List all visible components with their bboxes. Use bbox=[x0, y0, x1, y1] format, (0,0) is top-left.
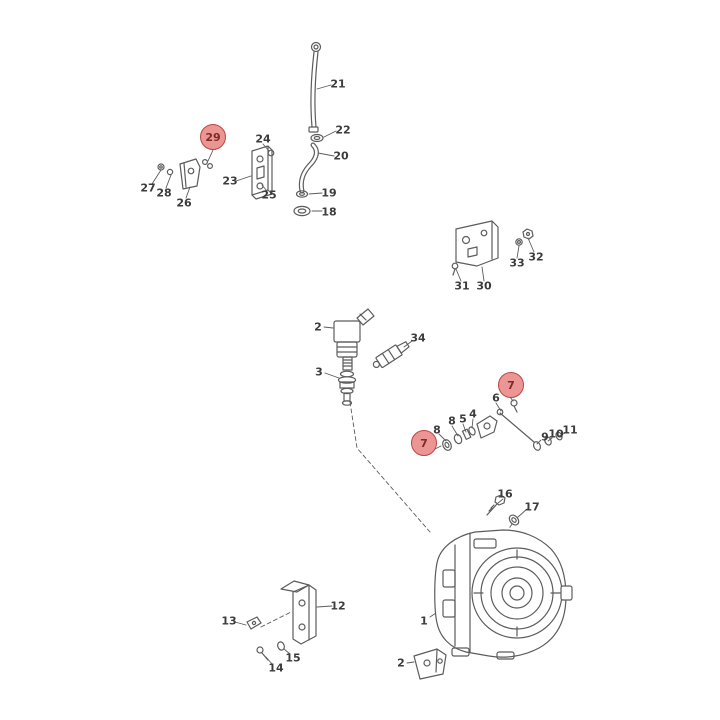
callout-13: 13 bbox=[221, 614, 237, 628]
support-plate-assembly bbox=[246, 580, 317, 661]
callout-27: 27 bbox=[140, 181, 156, 195]
callout-8: 8 bbox=[448, 414, 456, 428]
clip-and-bolt-parts bbox=[157, 158, 214, 190]
callout-5: 5 bbox=[459, 412, 467, 426]
highlighted-callout-7[interactable]: 7 bbox=[411, 430, 437, 456]
callout-4: 4 bbox=[469, 407, 477, 421]
sensor-part bbox=[372, 341, 410, 369]
callout-26: 26 bbox=[176, 196, 192, 210]
callout-19: 19 bbox=[321, 186, 337, 200]
mount-bracket-assembly bbox=[451, 220, 534, 276]
solenoid-valve-assembly bbox=[333, 308, 375, 406]
lever-bracket-assembly bbox=[251, 145, 275, 200]
callout-30: 30 bbox=[476, 279, 492, 293]
callout-12: 12 bbox=[330, 599, 346, 613]
callout-3: 3 bbox=[315, 365, 323, 379]
callout-1: 1 bbox=[420, 614, 428, 628]
highlighted-callout-29[interactable]: 29 bbox=[200, 124, 226, 150]
callout-17: 17 bbox=[524, 500, 540, 514]
callout-24: 24 bbox=[255, 132, 271, 146]
callout-33: 33 bbox=[509, 256, 525, 270]
callout-14: 14 bbox=[268, 661, 284, 675]
callout-2: 2 bbox=[397, 656, 405, 670]
dipstick-assembly bbox=[293, 41, 324, 217]
transmission-housing bbox=[434, 529, 573, 660]
callout-34: 34 bbox=[410, 331, 426, 345]
callout-15: 15 bbox=[285, 651, 301, 665]
highlighted-callout-7[interactable]: 7 bbox=[498, 372, 524, 398]
callout-16: 16 bbox=[497, 487, 513, 501]
callout-21: 21 bbox=[330, 77, 346, 91]
bolt-washer-parts bbox=[486, 494, 520, 526]
callout-23: 23 bbox=[222, 174, 238, 188]
callout-10: 10 bbox=[548, 427, 564, 441]
callout-6: 6 bbox=[492, 391, 500, 405]
linkage-parts bbox=[442, 399, 563, 451]
bottom-bracket bbox=[413, 648, 447, 680]
callout-28: 28 bbox=[156, 186, 172, 200]
leader-lines bbox=[151, 84, 566, 665]
callout-25: 25 bbox=[261, 188, 277, 202]
callout-2: 2 bbox=[314, 320, 322, 334]
callout-18: 18 bbox=[321, 205, 337, 219]
callout-32: 32 bbox=[528, 250, 544, 264]
callout-20: 20 bbox=[333, 149, 349, 163]
callout-22: 22 bbox=[335, 123, 351, 137]
callout-31: 31 bbox=[454, 279, 470, 293]
callout-9: 9 bbox=[541, 430, 549, 444]
callout-11: 11 bbox=[562, 423, 578, 437]
callout-8: 8 bbox=[433, 423, 441, 437]
